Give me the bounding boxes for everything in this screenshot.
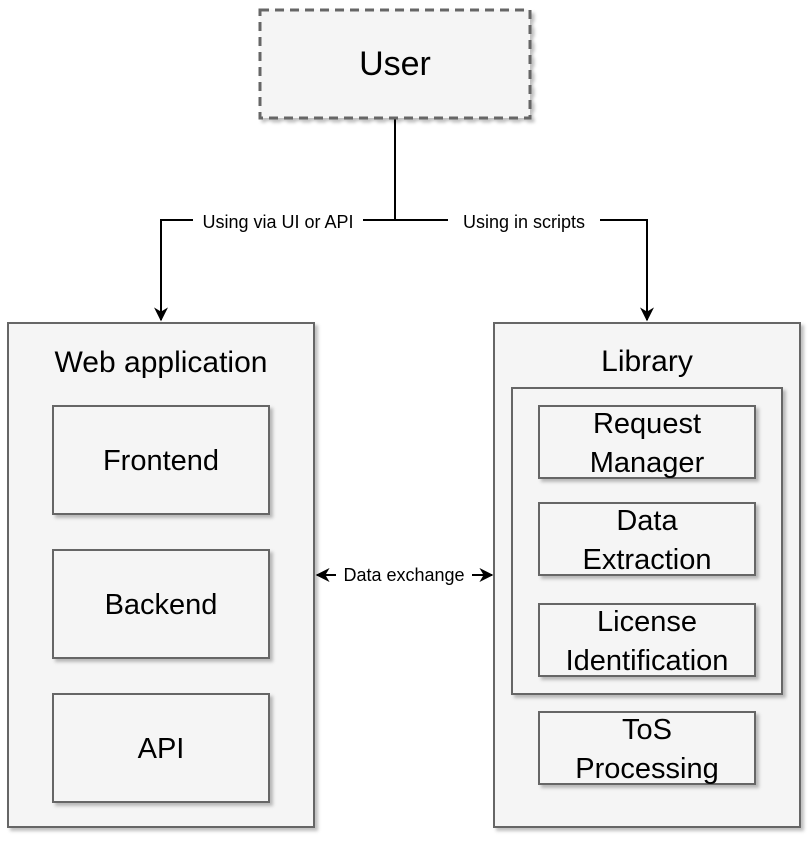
- license-identification-box[interactable]: License Identification: [538, 603, 756, 677]
- license-identification-line-1: License: [597, 606, 697, 638]
- backend-box[interactable]: Backend: [52, 549, 270, 659]
- edge-labels: Using via UI or API Using in scripts Dat…: [193, 209, 600, 587]
- license-identification-line-2: Identification: [566, 645, 729, 677]
- tos-processing-line-1: ToS: [622, 714, 672, 746]
- library-title: Library: [601, 345, 693, 378]
- tos-processing-box[interactable]: ToS Processing: [538, 711, 756, 785]
- frontend-label: Frontend: [103, 445, 219, 477]
- api-label: API: [138, 733, 185, 765]
- library-container[interactable]: Library Request Manager Data Extraction …: [493, 322, 801, 828]
- request-manager-line-1: Request: [593, 408, 701, 440]
- connector-user-to-library: [395, 219, 654, 322]
- api-box[interactable]: API: [52, 693, 270, 803]
- data-extraction-box[interactable]: Data Extraction: [538, 502, 756, 576]
- web-application-container[interactable]: Web application Frontend Backend API: [7, 322, 315, 828]
- data-extraction-line-2: Extraction: [583, 544, 712, 576]
- edge-label-ui-or-api: Using via UI or API: [202, 212, 353, 232]
- tos-processing-line-2: Processing: [575, 753, 718, 785]
- backend-label: Backend: [105, 589, 218, 621]
- request-manager-line-2: Manager: [590, 447, 705, 479]
- request-manager-box[interactable]: Request Manager: [538, 405, 756, 479]
- edge-label-data-exchange: Data exchange: [343, 565, 464, 585]
- frontend-box[interactable]: Frontend: [52, 405, 270, 515]
- web-application-title: Web application: [55, 346, 268, 379]
- edge-label-in-scripts: Using in scripts: [463, 212, 585, 232]
- data-extraction-line-1: Data: [616, 505, 678, 537]
- user-label: User: [359, 45, 431, 83]
- user-node[interactable]: User: [258, 8, 532, 120]
